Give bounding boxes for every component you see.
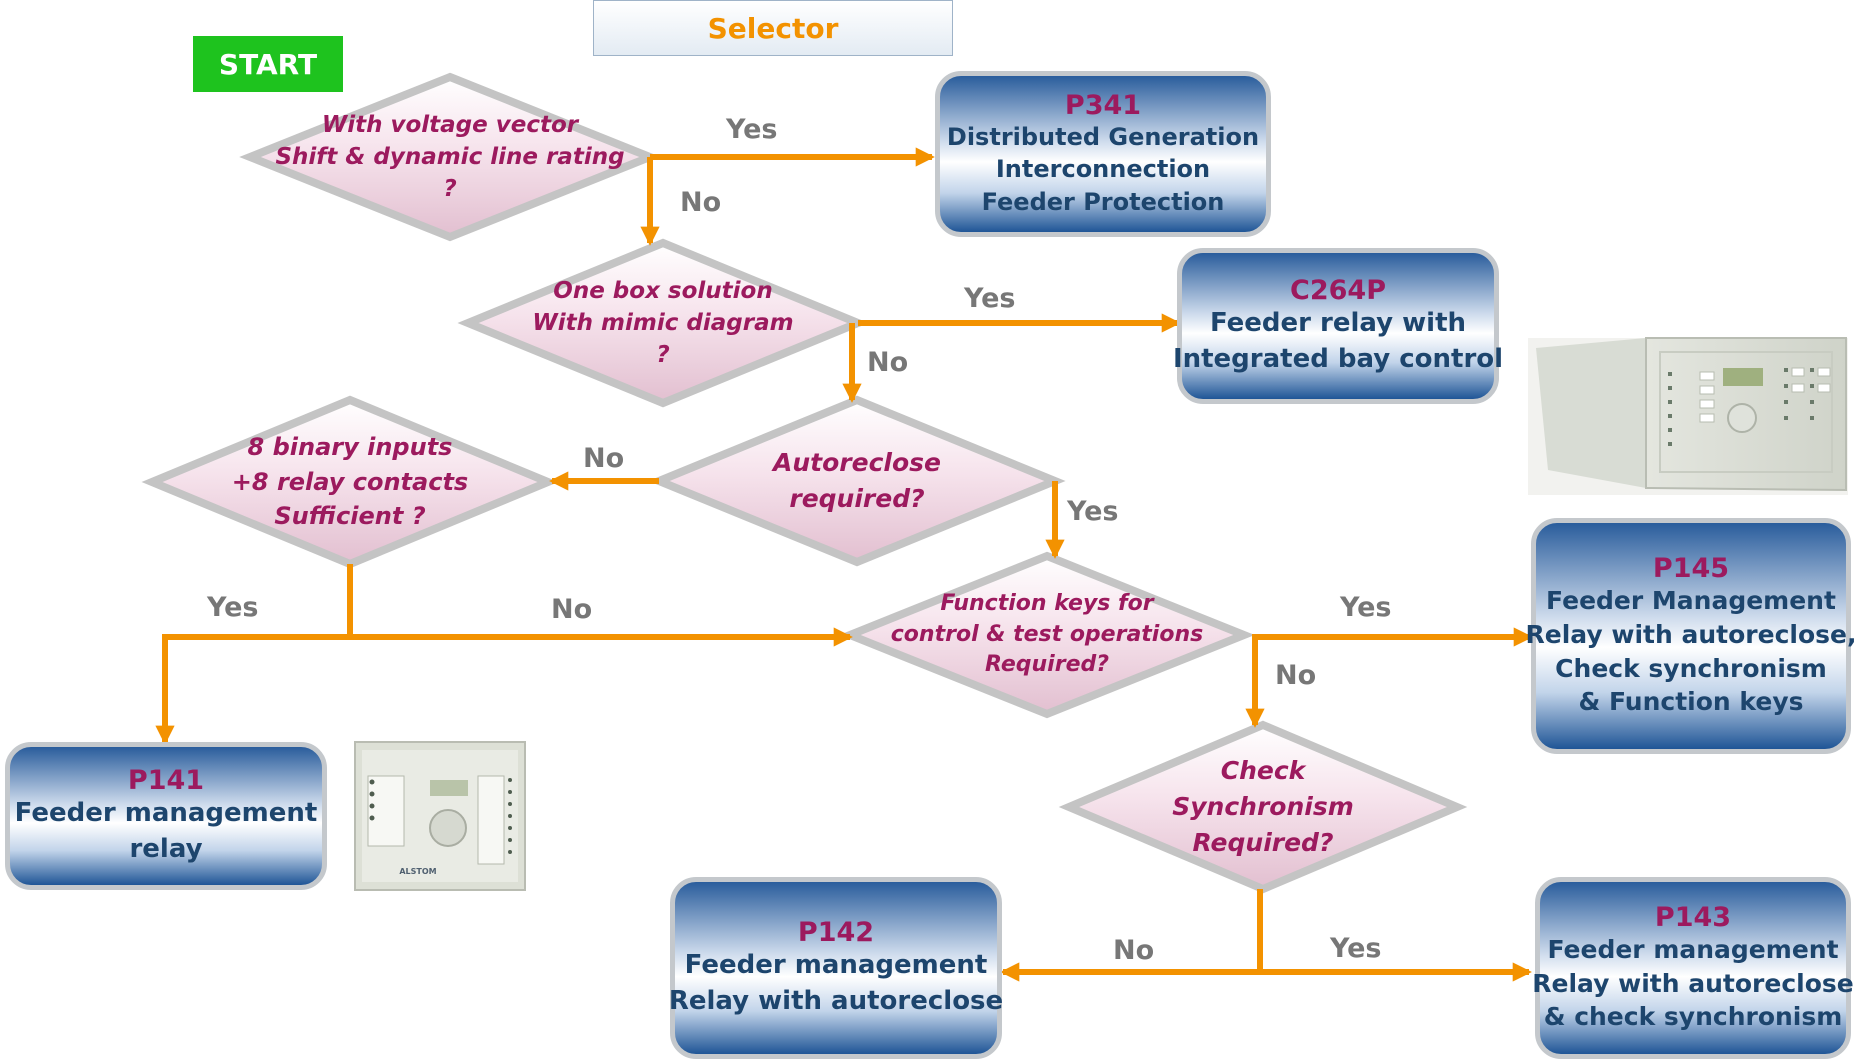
label-vv-no: No bbox=[680, 187, 722, 218]
product-desc-line: relay bbox=[129, 833, 203, 864]
product-desc-line: & Function keys bbox=[1578, 687, 1804, 717]
product-desc-line: Feeder Protection bbox=[981, 187, 1225, 216]
label-bi-yes: Yes bbox=[207, 592, 259, 623]
product-desc-line: Feeder relay with bbox=[1209, 308, 1467, 339]
decision-one-box-text: One box solution With mimic diagram ? bbox=[532, 277, 794, 369]
product-desc-line: Feeder management bbox=[684, 950, 988, 981]
product-title-c264p: C264P bbox=[1290, 275, 1386, 307]
edge-bi-yes bbox=[155, 564, 353, 745]
product-box-p141: P141 Feeder management relay bbox=[5, 742, 327, 890]
decision-one-box-diamond bbox=[457, 238, 869, 408]
product-desc-line: Check synchronism bbox=[1555, 653, 1827, 683]
product-title-p142: P142 bbox=[797, 917, 875, 949]
product-desc-line: Relay with autoreclose bbox=[668, 985, 1004, 1016]
decision-binary-inputs-text: 8 binary inputs +8 relay contacts Suffic… bbox=[231, 432, 469, 531]
label-fk-no: No bbox=[1275, 660, 1317, 691]
product-desc-line: Interconnection bbox=[995, 155, 1211, 184]
product-title-p143: P143 bbox=[1654, 901, 1732, 933]
start-terminal: START bbox=[193, 36, 343, 92]
decision-function-keys-text: Function keys for control & test operati… bbox=[890, 590, 1204, 678]
product-title-p145: P145 bbox=[1652, 553, 1730, 584]
product-desc-line: Relay with autoreclose, bbox=[1525, 619, 1854, 649]
decision-check-sync-text: Check Synchronism Required? bbox=[1172, 755, 1354, 858]
product-title-p341: P341 bbox=[1064, 89, 1142, 121]
label-cs-yes: Yes bbox=[1330, 933, 1382, 964]
label-fk-yes: Yes bbox=[1340, 592, 1392, 623]
product-box-p142: P142 Feeder management Relay with autore… bbox=[668, 877, 1004, 1059]
product-box-c264p: C264P Feeder relay with Integrated bay c… bbox=[1173, 248, 1503, 404]
relay-device-large-image bbox=[1528, 337, 1848, 495]
label-bi-no: No bbox=[551, 594, 593, 625]
product-desc-line: Integrated bay control bbox=[1172, 343, 1504, 374]
product-title-p141: P141 bbox=[127, 765, 205, 797]
label-cs-no: No bbox=[1113, 935, 1155, 966]
device-brand-text: ALSTOM bbox=[399, 867, 436, 876]
product-desc-line: Distributed Generation bbox=[946, 122, 1260, 151]
label-ob-no: No bbox=[867, 347, 909, 378]
product-desc-line: Relay with autoreclose bbox=[1532, 968, 1854, 998]
product-box-p341: P341 Distributed Generation Interconnect… bbox=[935, 71, 1271, 237]
decision-autoreclose-text: Autoreclose required? bbox=[773, 447, 941, 513]
label-ob-yes: Yes bbox=[964, 283, 1016, 314]
relay-device-small-image: ALSTOM bbox=[354, 741, 526, 891]
product-desc-line: & check synchronism bbox=[1543, 1002, 1843, 1032]
product-desc-line: Feeder management bbox=[1547, 934, 1839, 964]
product-box-p145: P145 Feeder Management Relay with autore… bbox=[1526, 518, 1854, 754]
label-ar-no: No bbox=[583, 443, 625, 474]
decision-function-keys-diamond bbox=[839, 551, 1255, 719]
decision-voltage-vector-diamond bbox=[239, 72, 661, 242]
decision-autoreclose-diamond bbox=[648, 395, 1066, 567]
selector-title: Selector bbox=[593, 0, 953, 56]
product-desc-line: Feeder Management bbox=[1546, 586, 1836, 615]
product-desc-line: Feeder management bbox=[14, 798, 318, 829]
label-ar-yes: Yes bbox=[1067, 496, 1119, 527]
decision-voltage-vector-text: With voltage vector Shift & dynamic line… bbox=[275, 111, 625, 203]
label-vv-yes: Yes bbox=[726, 114, 778, 145]
product-box-p143: P143 Feeder management Relay with autore… bbox=[1532, 877, 1854, 1059]
